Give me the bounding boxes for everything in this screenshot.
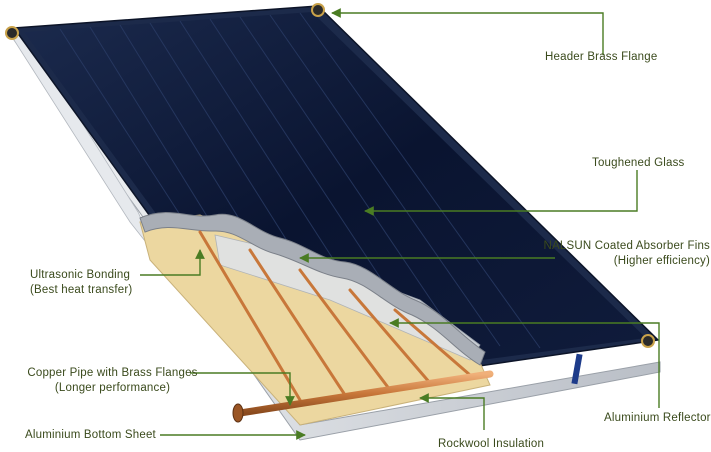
label-absorber-fins: NALSUN Coated Absorber Fins (Higher effi… — [540, 239, 710, 269]
label-ultrasonic-bonding: Ultrasonic Bonding (Best heat transfer) — [30, 268, 132, 298]
label-absorber-fins-line2: (Higher efficiency) — [613, 255, 710, 267]
leader-aluminium-reflector — [389, 318, 660, 408]
label-absorber-fins-line1: NALSUN Coated Absorber Fins — [543, 240, 710, 252]
label-copper-pipe: Copper Pipe with Brass Flanges (Longer p… — [20, 366, 205, 396]
copper-header-pipe — [236, 370, 494, 417]
label-ultrasonic-bonding-line2: (Best heat transfer) — [30, 284, 133, 296]
label-header-brass-flange: Header Brass Flange — [545, 50, 657, 65]
leader-copper-pipe — [190, 372, 295, 406]
label-aluminium-bottom-sheet: Aluminium Bottom Sheet — [25, 428, 156, 443]
header-brass-flange-top-left — [5, 26, 19, 40]
label-rockwool-insulation-text: Rockwool Insulation — [438, 438, 545, 450]
label-header-brass-flange-text: Header Brass Flange — [545, 51, 658, 63]
leader-rockwool-insulation — [419, 393, 485, 430]
header-brass-flange-bottom-right — [641, 334, 655, 348]
label-aluminium-reflector-text: Aluminium Reflector — [604, 412, 711, 424]
label-aluminium-reflector: Aluminium Reflector — [604, 411, 711, 426]
leader-header-brass-flange — [331, 8, 604, 55]
absorber-fins — [139, 212, 486, 366]
frame-clip — [571, 353, 583, 385]
label-rockwool-insulation: Rockwool Insulation — [438, 437, 544, 452]
label-copper-pipe-line2: (Longer performance) — [54, 382, 171, 394]
leader-lines — [140, 8, 660, 440]
leader-toughened-glass — [364, 170, 638, 216]
copper-riser-pipes — [198, 230, 472, 402]
header-brass-flange-top-right — [311, 3, 325, 17]
copper-pipe-flange — [232, 403, 244, 423]
label-toughened-glass-text: Toughened Glass — [592, 157, 685, 169]
label-ultrasonic-bonding-line1: Ultrasonic Bonding — [30, 269, 131, 281]
toughened-glass-surface — [24, 12, 646, 384]
label-toughened-glass: Toughened Glass — [592, 156, 685, 171]
leader-ultrasonic-bonding — [140, 249, 205, 276]
label-copper-pipe-line1: Copper Pipe with Brass Flanges — [27, 367, 198, 379]
solar-collector — [5, 3, 661, 441]
label-aluminium-bottom-sheet-text: Aluminium Bottom Sheet — [25, 429, 156, 441]
